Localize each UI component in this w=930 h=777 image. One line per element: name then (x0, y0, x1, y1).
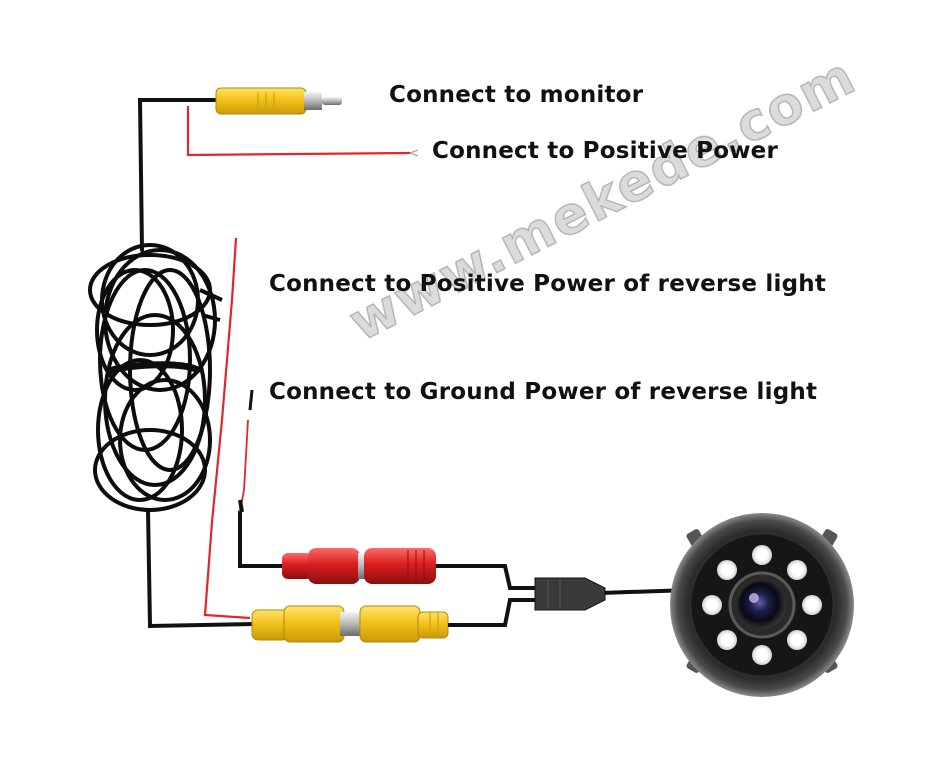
red-dc-connector (282, 548, 436, 584)
label-positive-power: Connect to Positive Power (432, 138, 779, 164)
cable-splitter (534, 577, 606, 611)
ground-wire (238, 389, 254, 513)
reverse-positive-wire (203, 237, 251, 620)
red-power-wire (186, 106, 419, 157)
label-reverse-positive: Connect to Positive Power of reverse lig… (269, 271, 827, 297)
label-connect-monitor: Connect to monitor (389, 82, 644, 108)
monitor-rca-plug (215, 87, 342, 115)
cable-coil (88, 243, 223, 512)
reversing-camera-icon (670, 513, 854, 697)
video-rca-connector (251, 605, 449, 643)
label-reverse-ground: Connect to Ground Power of reverse light (269, 379, 818, 405)
led-ring (702, 545, 822, 665)
main-cable (137, 98, 284, 629)
